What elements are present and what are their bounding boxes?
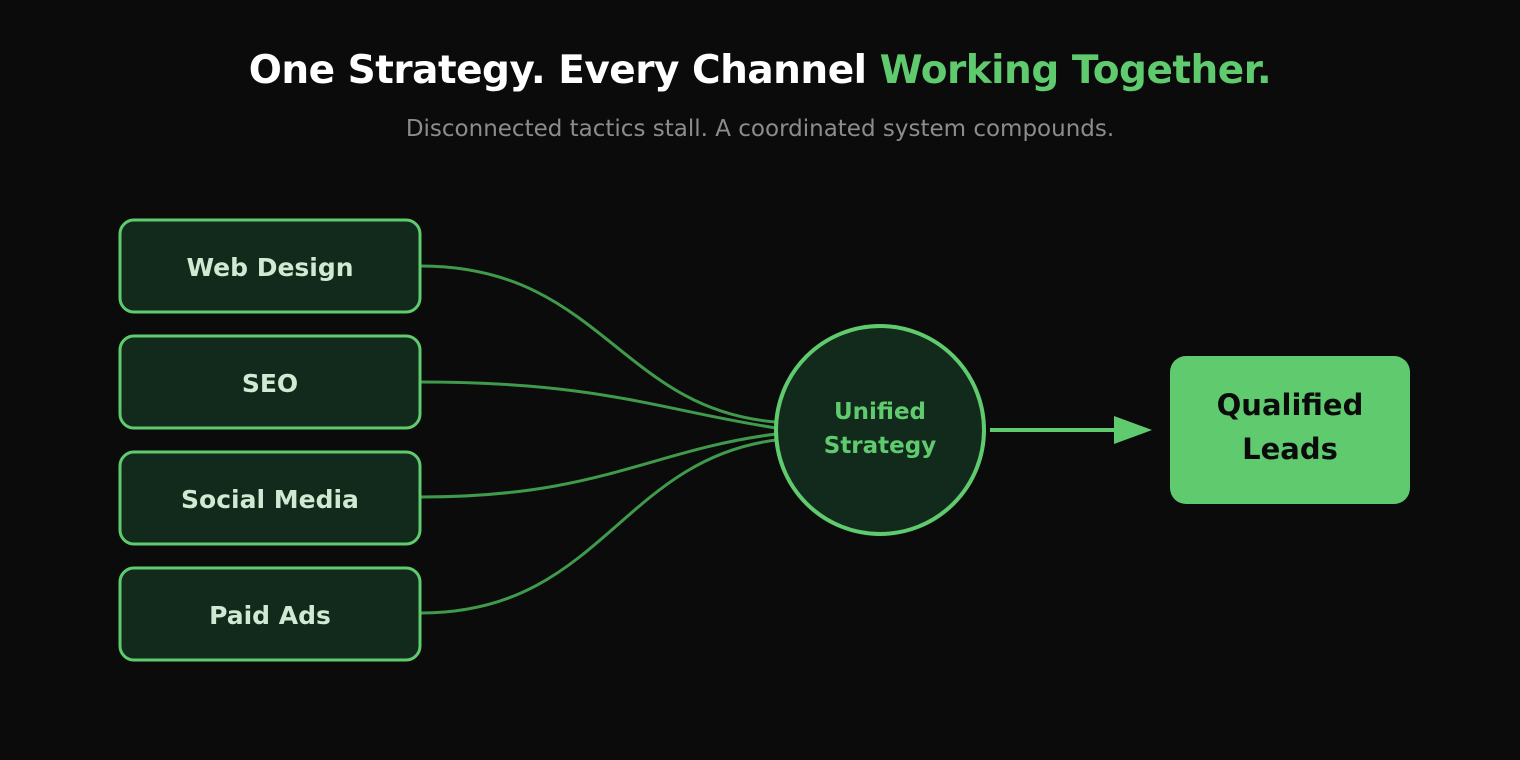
arrow-to-output (990, 416, 1152, 444)
hub-label-line2: Strategy (824, 433, 936, 459)
hub-unified-strategy: Unified Strategy (774, 324, 986, 536)
headline: One Strategy. Every Channel Working Toge… (0, 48, 1520, 93)
channel-web-design: Web Design (118, 218, 422, 314)
output-label-line1: Qualified (1217, 388, 1364, 422)
channel-seo: SEO (118, 334, 422, 430)
channel-label: Social Media (181, 485, 359, 514)
hub-label-line1: Unified (834, 399, 926, 425)
channel-label: Paid Ads (209, 601, 331, 630)
channel-label: SEO (242, 369, 298, 398)
subtitle: Disconnected tactics stall. A coordinate… (405, 116, 1115, 142)
connector-social-media (420, 432, 777, 499)
channel-paid-ads: Paid Ads (118, 566, 422, 662)
connector-seo (420, 380, 777, 430)
connector-web-design (420, 264, 777, 424)
headline-main: One Strategy. Every Channel (248, 48, 880, 93)
channel-label: Web Design (186, 253, 353, 282)
output-qualified-leads: Qualified Leads (1170, 356, 1410, 504)
connector-paid-ads (420, 438, 777, 615)
output-label-line2: Leads (1242, 432, 1338, 466)
arrowhead-icon (1114, 416, 1152, 444)
channel-social-media: Social Media (118, 450, 422, 546)
headline-accent: Working Together. (879, 48, 1272, 93)
